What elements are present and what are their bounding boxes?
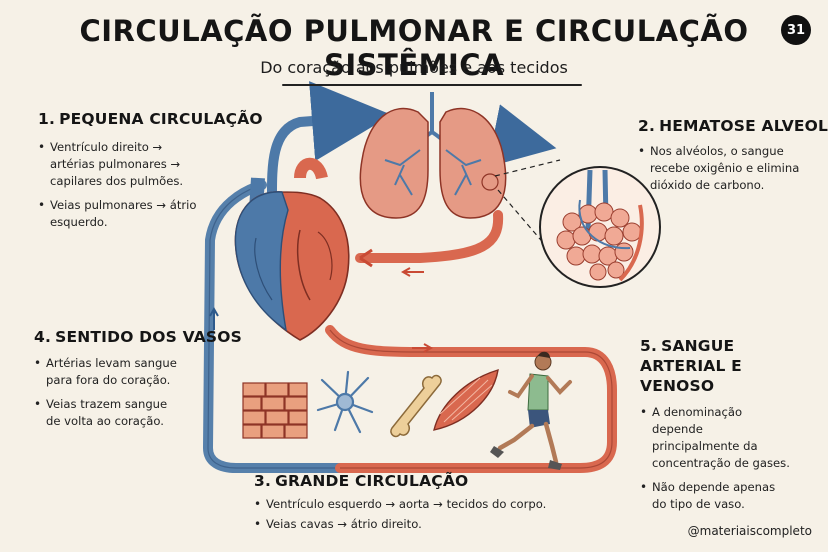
page-number-badge: 31 — [781, 15, 811, 45]
section-title-text: HEMATOSE ALVEOLAR — [659, 117, 828, 135]
lungs — [359, 92, 507, 219]
section-point: Veias pulmonares → átrio esquerdo. — [38, 197, 208, 231]
section-number: 1. — [38, 110, 56, 128]
section-title: 1.PEQUENA CIRCULAÇÃO — [38, 110, 263, 128]
heart — [234, 157, 350, 341]
lung-to-zoom-arrow — [487, 104, 557, 168]
muscle-icon — [433, 369, 499, 431]
section-number: 5. — [640, 337, 658, 355]
author-credit: @materiaiscompleto — [687, 524, 812, 538]
section-point: Ventrículo direito → artérias pulmonares… — [38, 139, 208, 190]
section-number: 4. — [34, 328, 52, 346]
pulmonary-vein — [355, 210, 504, 263]
flow-arrow-left — [400, 267, 424, 277]
section-title-text: SANGUE ARTERIAL E VENOSO — [640, 337, 742, 395]
section-title: 3.GRANDE CIRCULAÇÃO — [254, 472, 614, 490]
runner-icon — [490, 351, 572, 470]
section-point: Ventrículo esquerdo → aorta → tecidos do… — [254, 496, 614, 513]
bone-icon — [390, 374, 442, 438]
section-point: A denominação depende principalmente da … — [640, 404, 790, 472]
section-title: 5.SANGUE ARTERIAL E VENOSO — [640, 336, 800, 396]
page-subtitle: Do coração aos pulmões e aos tecidos — [260, 58, 568, 77]
tissue-cells-icon — [242, 382, 308, 439]
flow-arrow-right — [412, 343, 434, 353]
section-sentido-dos-vasos: 4.SENTIDO DOS VASOS Artérias levam sangu… — [34, 328, 242, 437]
section-hematose-alveolar: 2.HEMATOSE ALVEOLAR Nos alvéolos, o sang… — [638, 117, 828, 201]
section-title: 4.SENTIDO DOS VASOS — [34, 328, 242, 346]
neuron-icon — [316, 370, 374, 434]
section-point: Veias trazem sangue de volta ao coração. — [34, 396, 184, 430]
subtitle-underline — [282, 84, 582, 86]
section-grande-circulacao: 3.GRANDE CIRCULAÇÃO Ventrículo esquerdo … — [254, 472, 614, 533]
page-title: CIRCULAÇÃO PULMONAR E CIRCULAÇÃO SISTÊMI… — [79, 14, 749, 82]
section-point: Veias cavas → átrio direito. — [254, 516, 614, 533]
section-title: 2.HEMATOSE ALVEOLAR — [638, 117, 828, 135]
alveoli-zoom — [539, 166, 661, 288]
section-point: Nos alvéolos, o sangue recebe oxigênio e… — [638, 143, 806, 194]
section-number: 3. — [254, 472, 272, 490]
section-title-text: PEQUENA CIRCULAÇÃO — [59, 110, 263, 128]
flow-arrow-up — [209, 306, 219, 330]
section-point: Artérias levam sangue para fora do coraç… — [34, 355, 184, 389]
section-title-text: GRANDE CIRCULAÇÃO — [275, 472, 469, 490]
section-number: 2. — [638, 117, 656, 135]
section-title-text: SENTIDO DOS VASOS — [55, 328, 243, 346]
section-pequena-circulacao: 1.PEQUENA CIRCULAÇÃO Ventrículo direito … — [38, 110, 263, 238]
section-sangue-arterial-venoso: 5.SANGUE ARTERIAL E VENOSO A denominação… — [640, 336, 810, 520]
section-point: Não depende apenas do tipo de vaso. — [640, 479, 790, 513]
